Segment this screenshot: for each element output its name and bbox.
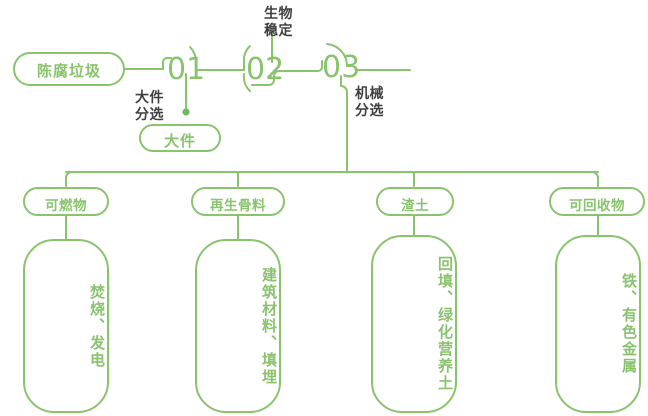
elbow-01-left — [162, 57, 172, 70]
use-box-2 — [195, 239, 281, 413]
bulky-output-label: 大件 — [163, 132, 196, 150]
stage-label-01: 大件 分选 — [135, 90, 164, 123]
product-label-4: 可回收物 — [569, 198, 625, 214]
connector-03-right-tail — [346, 65, 411, 71]
use-box-3 — [371, 235, 457, 413]
bulky-output-pill — [139, 124, 221, 152]
connector-02-to-03 — [251, 70, 314, 86]
arc-node-01-top — [189, 46, 197, 71]
use-text-1: 焚烧、发电 — [88, 283, 106, 369]
arc-node-02-topleft — [242, 45, 251, 71]
use-text-2: 建筑材料、填埋 — [260, 266, 278, 386]
branch-endpoint-dot-bulky — [182, 108, 190, 116]
stage-number-01: 01 — [167, 52, 206, 87]
use-text-4: 铁、有色金属 — [620, 273, 638, 375]
use-box-1 — [23, 239, 109, 413]
branch-endpoint-dot-bio — [268, 25, 276, 33]
trunk-03-down — [340, 75, 348, 173]
arc-node-03-top — [326, 43, 349, 67]
stage-number-03: 03 — [322, 50, 361, 85]
stage-label-02: 生物 稳定 — [264, 6, 293, 39]
product-label-3: 渣土 — [401, 198, 429, 214]
product-label-2: 再生骨料 — [210, 198, 266, 214]
stage-label-03: 机械 分选 — [355, 86, 384, 119]
use-text-3: 回填、绿化营养土 — [436, 256, 454, 392]
elbow-03-left — [312, 60, 323, 72]
drop-leg-4 — [591, 171, 599, 187]
source-node-label: 陈腐垃圾 — [36, 62, 101, 80]
use-box-4 — [555, 235, 641, 413]
product-label-1: 可燃物 — [45, 198, 87, 214]
arc-node-02-bottomleft — [242, 73, 251, 92]
drop-leg-1 — [65, 171, 73, 187]
stage-number-02: 02 — [246, 52, 285, 87]
